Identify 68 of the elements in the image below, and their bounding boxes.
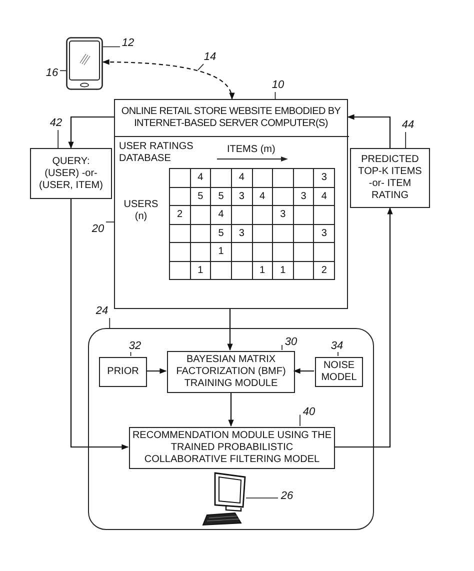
arrow [334, 207, 393, 448]
table-cell: 4 [211, 206, 232, 224]
box-text: QUERY: (USER) -or- (USER, ITEM) [38, 156, 104, 192]
callout-number: 24 [94, 304, 110, 318]
callout-number: 16 [44, 66, 60, 80]
arrow [347, 114, 391, 148]
table-cell: 1 [190, 262, 212, 280]
arrow [70, 199, 129, 450]
table-cell: 3 [314, 169, 335, 188]
box-text: RECOMMENDATION MODULE USING THE TRAINED PROBABILISTIC COLLABORATIVE FILTERING MODEL [132, 430, 332, 466]
box-text: BAYESIAN MATRIX FACTORIZATION (BMF) TRAINING MODULE [175, 354, 287, 390]
process-box [315, 357, 363, 387]
box-text: NOISE MODEL [320, 360, 358, 384]
table-cell: 3 [273, 206, 294, 224]
table-cell: 4 [252, 188, 274, 206]
callout-number: 32 [127, 339, 143, 353]
box-text: ONLINE RETAIL STORE WEBSITE EMBODIED BY INTERNET-BASED SERVER COMPUTER(S) [120, 106, 342, 130]
process-box [99, 357, 147, 387]
callout-number: 20 [90, 222, 106, 236]
process-box [350, 148, 430, 208]
table-cell: 3 [294, 188, 314, 206]
module-group-frame [88, 328, 374, 530]
leader-line [130, 352, 132, 356]
callout-number: 40 [301, 405, 317, 419]
table-cell: 3 [232, 188, 252, 206]
server-box [114, 99, 348, 309]
callout-number: 44 [400, 118, 416, 132]
table-cell: 3 [314, 224, 335, 243]
leader-line [198, 64, 204, 70]
box-text: PREDICTED TOP-K ITEMS -or- ITEM RATING [357, 154, 423, 202]
callout-number: 34 [329, 339, 345, 353]
arrow [227, 309, 233, 351]
leader-line [405, 132, 406, 148]
callout-number: 14 [202, 50, 218, 64]
axis-label: USERS (n) [122, 199, 160, 223]
table-cell: 1 [252, 262, 274, 280]
table-cell: 5 [211, 188, 232, 206]
callout-number: 12 [120, 36, 136, 50]
process-box [167, 351, 295, 393]
box-text: USER RATINGS DATABASE [119, 141, 194, 164]
callout-number: 26 [279, 489, 295, 503]
table-cell: 1 [211, 243, 232, 262]
process-box [30, 148, 112, 199]
table-cell: 4 [314, 188, 335, 206]
table-cell: 4 [190, 169, 212, 188]
box-text: PRIOR [107, 366, 139, 378]
callout-number: 10 [270, 78, 286, 92]
arrow [293, 368, 314, 374]
leader-line [109, 318, 110, 328]
arrow [102, 59, 234, 100]
leader-line [274, 92, 276, 100]
tablet-drawing [66, 37, 103, 90]
leader-line [60, 70, 66, 72]
table-cell: 1 [273, 262, 294, 280]
arrow [146, 368, 167, 374]
leader-line [102, 46, 120, 48]
table-cell: 2 [170, 206, 191, 224]
callout-number: 42 [48, 116, 64, 130]
table-cell: 5 [190, 188, 212, 206]
arrow [228, 392, 234, 427]
callout-number: 30 [283, 335, 299, 349]
table-cell: 2 [314, 262, 335, 280]
table-cell: 5 [211, 224, 232, 243]
table-cell: 3 [232, 224, 252, 243]
axis-label: ITEMS (m) [227, 143, 276, 157]
table-cell: 4 [232, 169, 252, 188]
arrow [68, 116, 114, 149]
computer-drawing [201, 471, 247, 527]
